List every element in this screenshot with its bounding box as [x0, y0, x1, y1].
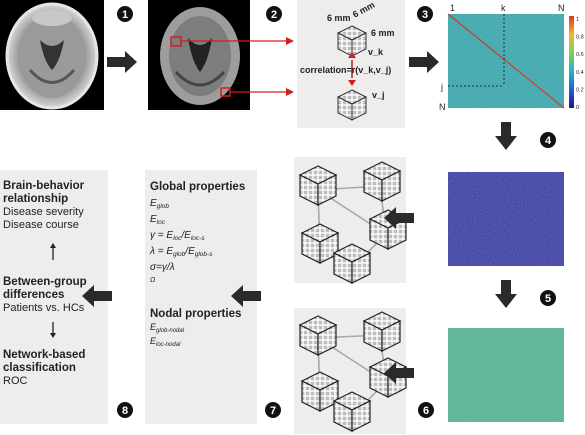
voxel-correlation-panel: 6 mm 6 mm 6 mm v_k correlation=r(v_k,v_j…: [297, 0, 405, 128]
label-v-k: v_k: [368, 47, 384, 57]
label-v-j: v_j: [372, 90, 385, 100]
colorbar-tick-label: 0.6: [576, 52, 584, 58]
nodal-properties-title: Nodal properties: [150, 308, 241, 320]
network-node: [363, 311, 401, 352]
network-classification-title-2: classification: [3, 362, 76, 374]
step-badge-5: 5: [540, 290, 556, 306]
colorbar-tick-label: 0.2: [576, 87, 584, 93]
step-badge-4: 4: [540, 132, 556, 148]
mri-scan-segmented: [148, 0, 250, 110]
step-number: 4: [545, 135, 552, 147]
disease-severity: Disease severity: [3, 206, 84, 218]
step-number: 8: [122, 405, 128, 417]
step-number: 2: [271, 9, 277, 21]
network-node: [301, 371, 339, 412]
network-node: [363, 161, 401, 202]
metric-omega: Ω: [150, 277, 156, 284]
brain-behavior-title-1: Brain-behavior: [3, 180, 85, 192]
between-group-title-1: Between-group: [3, 276, 87, 288]
step-badge-3: 3: [417, 6, 433, 22]
matrix-label-n-side: N: [439, 102, 446, 112]
disease-course: Disease course: [3, 219, 79, 231]
arrow-step-3: [409, 51, 439, 73]
step-badge-2: 2: [266, 6, 282, 22]
step-number: 6: [423, 405, 429, 417]
step-badge-7: 7: [265, 402, 281, 418]
network-node: [299, 315, 337, 356]
step-badge-6: 6: [418, 402, 434, 418]
random-matrix: [448, 328, 564, 422]
arrow-step-5: [495, 280, 517, 308]
patients-vs-hcs: Patients vs. HCs: [3, 302, 85, 314]
colorbar-tick-label: 0.4: [576, 70, 584, 76]
matrix-label-1: 1: [450, 3, 455, 13]
arrow-step-1: [107, 51, 137, 73]
mri-scan-original: [0, 0, 104, 110]
brain-behavior-title-2: relationship: [3, 193, 68, 205]
dim-label-a: 6 mm: [327, 13, 351, 23]
matrix-label-n-top: N: [558, 3, 565, 13]
global-properties-title: Global properties: [150, 181, 245, 193]
network-node: [301, 223, 339, 264]
correlation-matrix: 1 k N j N 1 0.8 0.6 0.4 0.2 0: [439, 3, 584, 112]
step-number: 5: [545, 293, 551, 305]
network-classification-title-1: Network-based: [3, 349, 85, 361]
step-badges: 1 2 3 4 5 6 7 8: [117, 6, 556, 418]
arrow-step-4: [495, 122, 517, 150]
colorbar-tick-label: 1: [576, 17, 579, 23]
binarized-matrix: [448, 172, 564, 266]
matrix-label-k: k: [501, 3, 506, 13]
arrow-down-icon: [50, 333, 56, 338]
colorbar-tick-label: 0.8: [576, 35, 584, 41]
step-number: 3: [422, 9, 428, 21]
network-node: [333, 391, 371, 432]
between-group-title-2: differences: [3, 289, 64, 301]
network-graph-panel-upper: [294, 157, 407, 284]
correlation-label: correlation=r(v_k,v_j): [300, 65, 391, 75]
step-badge-8: 8: [117, 402, 133, 418]
network-node: [299, 165, 337, 206]
step-number: 7: [270, 405, 276, 417]
network-node: [333, 243, 371, 284]
matrix-label-j: j: [440, 82, 443, 92]
arrow-up-icon: [50, 243, 56, 248]
roc-label: ROC: [3, 375, 28, 387]
dim-label-c: 6 mm: [371, 28, 395, 38]
step-badge-1: 1: [117, 6, 133, 22]
colorbar: [569, 16, 574, 108]
step-number: 1: [122, 9, 128, 21]
metric-sigma: σ=γ/λ: [150, 262, 175, 273]
colorbar-tick-label: 0: [576, 105, 579, 111]
colorbar-ticks: 1 0.8 0.6 0.4 0.2 0: [576, 17, 584, 111]
